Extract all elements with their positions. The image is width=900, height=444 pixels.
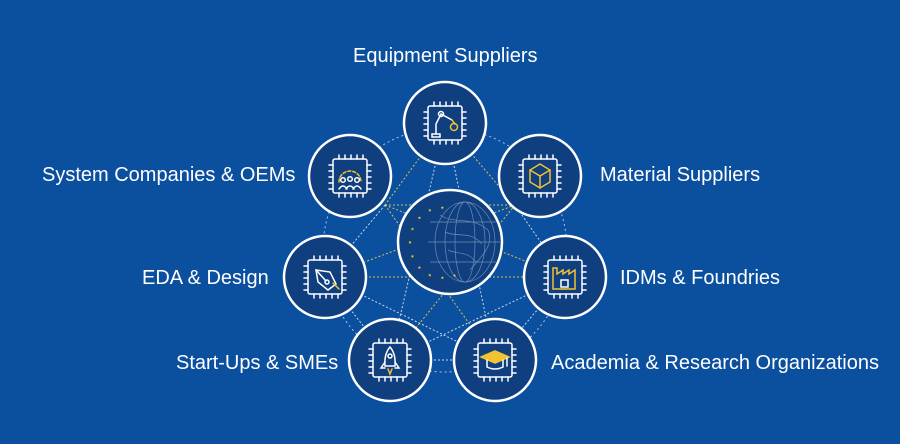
label-academia-research: Academia & Research Organizations [551,352,879,374]
node-academia [452,317,538,403]
graduation-cap-chip-icon [473,338,517,382]
label-material-suppliers: Material Suppliers [600,164,761,186]
node-material [497,133,583,219]
cube-chip-icon [518,154,562,198]
rocket-chip-icon [368,338,412,382]
pen-nib-chip-icon [303,255,347,299]
node-equipment [402,80,488,166]
robot-arm-chip-icon [423,101,467,145]
label-idms-foundries: IDMs & Foundries [620,267,781,289]
label-system-companies: System Companies & OEMs [42,164,296,186]
node-system [307,133,393,219]
label-startups-smes: Start-Ups & SMEs [176,352,339,374]
node-eda [282,234,368,320]
label-equipment-suppliers: Equipment Suppliers [353,45,538,67]
team-gear-chip-icon [328,154,372,198]
node-startups [347,317,433,403]
center-globe [396,188,504,296]
factory-chip-icon [543,255,587,299]
eu-stars-icon [408,205,457,280]
node-idm [522,234,608,320]
label-eda-design: EDA & Design [142,267,269,289]
